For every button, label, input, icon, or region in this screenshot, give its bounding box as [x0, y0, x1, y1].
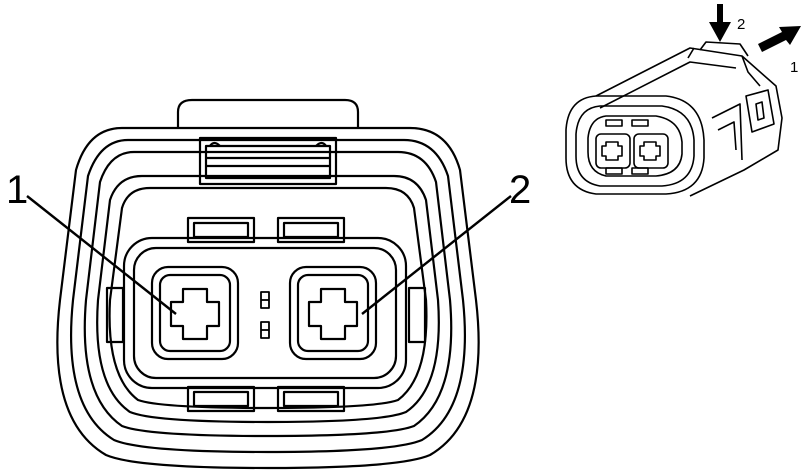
terminal-cavity-1: [150, 265, 240, 361]
inset-arrows: [709, 4, 801, 52]
leader-line-2: [361, 195, 512, 315]
callout-2: 2: [509, 168, 531, 212]
housing-shell-4: [96, 174, 440, 424]
housing-shell-3: [83, 150, 453, 438]
arrow-label-2: 2: [737, 16, 745, 33]
arrow-label-1: 1: [790, 59, 798, 76]
side-slot-right: [407, 286, 427, 344]
latch-window-inner: [204, 144, 332, 180]
terminal-insert-inner: [132, 246, 398, 380]
leader-line-1: [26, 195, 177, 315]
connector-inset-view: [565, 41, 783, 197]
inset-body: [595, 47, 783, 197]
polarization-marks: [260, 291, 270, 339]
connector-face-view: [56, 98, 480, 470]
arrow-diagonal-icon: [758, 26, 801, 52]
housing-outer: [56, 126, 480, 470]
retention-slot-top-left: [186, 216, 256, 244]
inset-front-face: [565, 95, 705, 195]
latch-tab: [176, 98, 360, 128]
retention-slot-top-right: [276, 216, 346, 244]
callout-1: 1: [6, 168, 28, 212]
terminal-cavity-2: [288, 265, 378, 361]
arrow-down-icon: [709, 4, 731, 42]
terminal-insert-outer: [122, 236, 408, 390]
housing-shell-2: [70, 138, 466, 454]
latch-window: [198, 136, 338, 186]
leader-lines: [26, 195, 512, 315]
